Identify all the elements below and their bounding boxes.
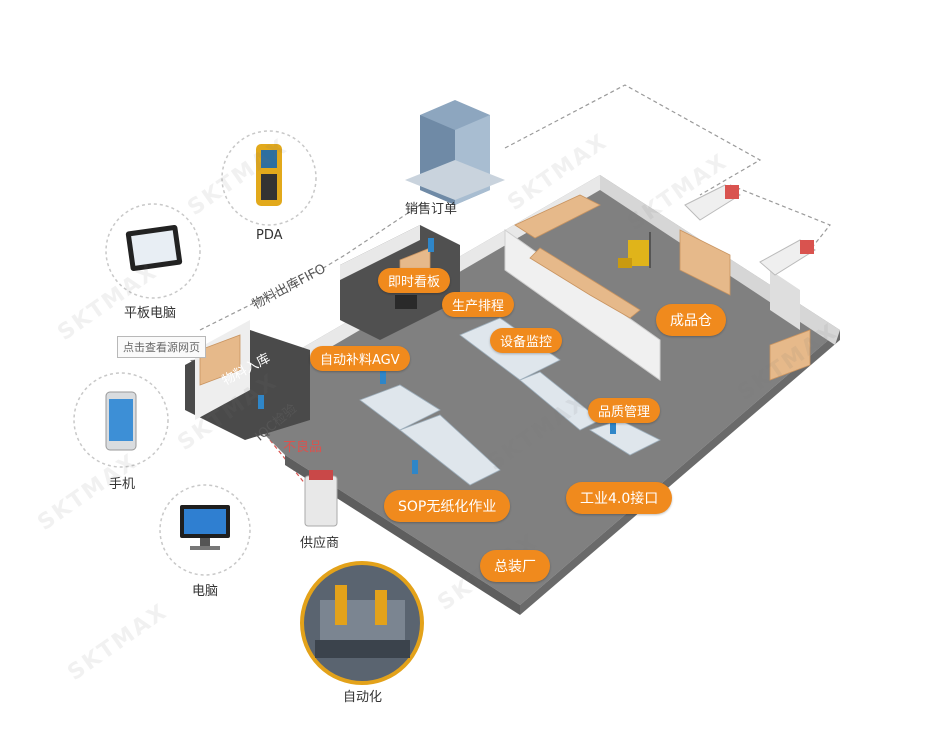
phone-icon [105,391,137,451]
equipment-bubble: 设备监控 [490,328,563,353]
supplier-label: 供应商 [300,536,340,551]
supplier-truck [304,470,338,527]
office-building [405,100,505,205]
tablet-icon [125,224,183,272]
kanban-screen [395,295,417,309]
finished-bubble: 成品仓 [656,304,726,336]
assembly-bubble: 总装厂 [480,550,550,582]
sop-bubble: SOP无纸化作业 [384,490,511,522]
view-source-link[interactable]: 点击查看源网页 [117,336,206,358]
finished-goods-boxes [199,194,811,386]
industry40-bubble: 工业4.0接口 [566,482,673,514]
factory-floor [190,175,840,605]
defective-label: 不良品 [283,440,323,455]
automation-icon [315,585,410,658]
scheduling-bubble: 生产排程 [442,292,515,317]
quality-bubble: 品质管理 [588,398,661,423]
sales-order-label: 销售订单 [405,202,458,217]
phone-label: 手机 [109,477,136,492]
computer-icon [180,505,230,550]
automation-label: 自动化 [343,690,383,705]
workers [258,238,616,474]
computer-label: 电脑 [192,584,219,599]
flow-lines [199,84,831,491]
forklift [618,232,651,268]
kanban-bubble: 即时看板 [378,268,451,293]
kanban-wall [340,225,420,280]
tablet-label: 平板电脑 [124,306,177,321]
floor-edge-left [285,455,520,615]
floor-edge-right [520,330,840,615]
pda-label: PDA [256,228,283,243]
partition-wall-right [770,270,800,330]
pda-icon [256,144,282,206]
agv-bubble: 自动补料AGV [310,346,410,371]
trucks [684,184,816,276]
